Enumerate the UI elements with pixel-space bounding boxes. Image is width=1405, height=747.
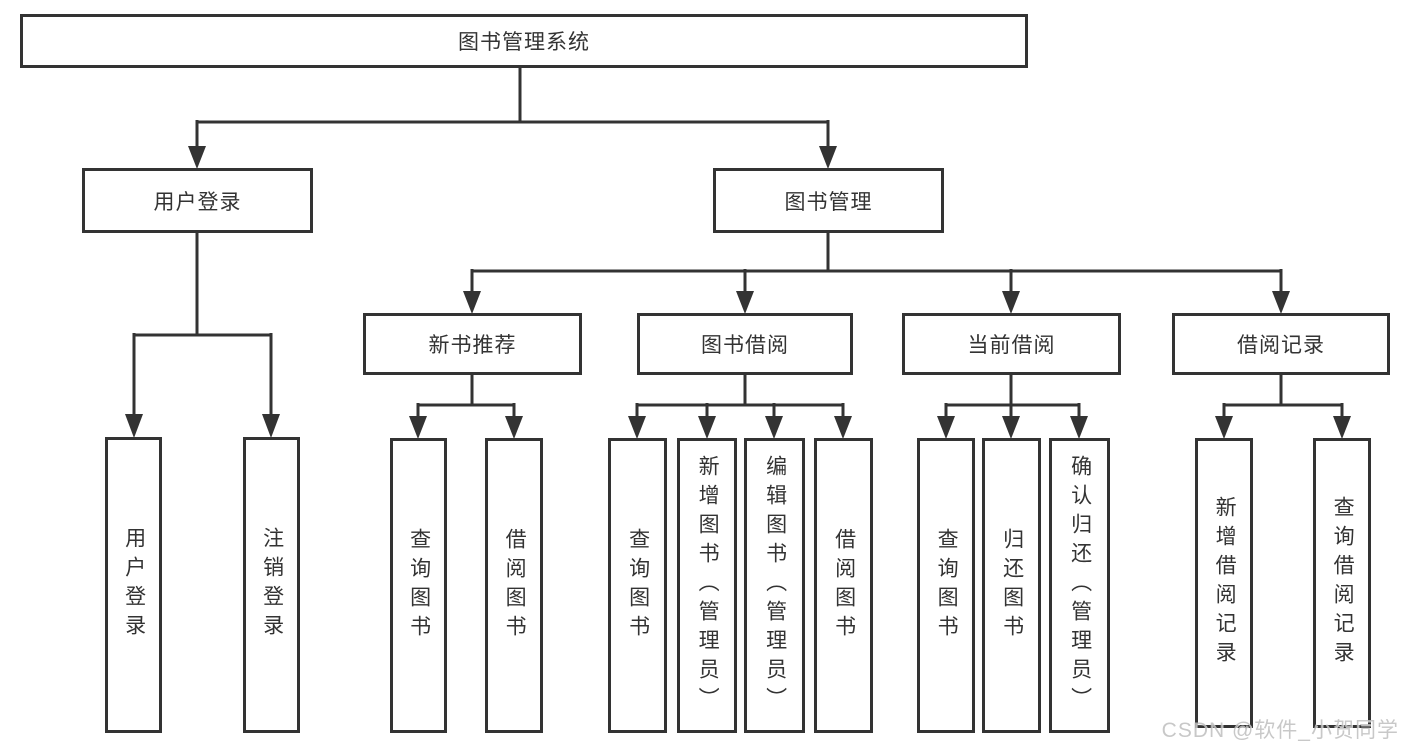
- node-label: 用户登录: [122, 527, 146, 643]
- node-current-borrowing: 当前借阅: [902, 313, 1121, 375]
- node-label: 查询图书: [935, 527, 959, 644]
- node-nbr-query-books: 查询图书: [390, 438, 447, 733]
- connector-book-management-group: [463, 233, 1290, 314]
- node-user-login-action: 用户登录: [105, 437, 162, 733]
- node-label: 查询图书: [626, 527, 650, 644]
- node-label: 归还图书: [1000, 527, 1024, 644]
- connector-borrowing-records-group: [1215, 375, 1351, 439]
- node-book-borrowing: 图书借阅: [637, 313, 853, 375]
- node-label: 新增图书（管理员）: [696, 455, 720, 716]
- node-new-book-recommendation: 新书推荐: [363, 313, 582, 375]
- node-label: 借阅图书: [503, 527, 527, 644]
- node-bb-borrow-books: 借阅图书: [814, 438, 873, 733]
- node-root: 图书管理系统: [20, 14, 1028, 68]
- connector-current-borrowing-group: [937, 375, 1088, 439]
- node-cb-confirm-return-admin: 确认归还（管理员）: [1049, 438, 1110, 733]
- node-label: 新增借阅记录: [1213, 496, 1237, 670]
- connector-user-login-group: [125, 233, 280, 438]
- node-nbr-borrow-books: 借阅图书: [485, 438, 543, 733]
- csdn-watermark: CSDN @软件_小贺同学: [1161, 719, 1399, 742]
- node-br-add-record: 新增借阅记录: [1195, 438, 1253, 728]
- node-cb-query-books: 查询图书: [917, 438, 975, 733]
- node-label: 查询借阅记录: [1331, 496, 1355, 670]
- node-label: 确认归还（管理员）: [1068, 455, 1092, 716]
- node-book-management: 图书管理: [713, 168, 944, 233]
- node-cb-return-books: 归还图书: [982, 438, 1041, 733]
- node-user-login: 用户登录: [82, 168, 313, 233]
- node-label: 借阅图书: [832, 527, 856, 644]
- connector-new-book-group: [409, 375, 523, 439]
- connector-root-to-level2: [188, 68, 837, 169]
- connector-book-borrowing-group: [628, 375, 852, 439]
- node-borrowing-records: 借阅记录: [1172, 313, 1390, 375]
- node-label: 查询图书: [407, 527, 431, 644]
- node-label: 编辑图书（管理员）: [763, 455, 787, 716]
- node-bb-edit-books-admin: 编辑图书（管理员）: [744, 438, 805, 733]
- node-br-query-record: 查询借阅记录: [1313, 438, 1371, 728]
- node-bb-query-books: 查询图书: [608, 438, 667, 733]
- node-logout-action: 注销登录: [243, 437, 300, 733]
- node-bb-add-books-admin: 新增图书（管理员）: [677, 438, 737, 733]
- node-label: 注销登录: [260, 527, 284, 643]
